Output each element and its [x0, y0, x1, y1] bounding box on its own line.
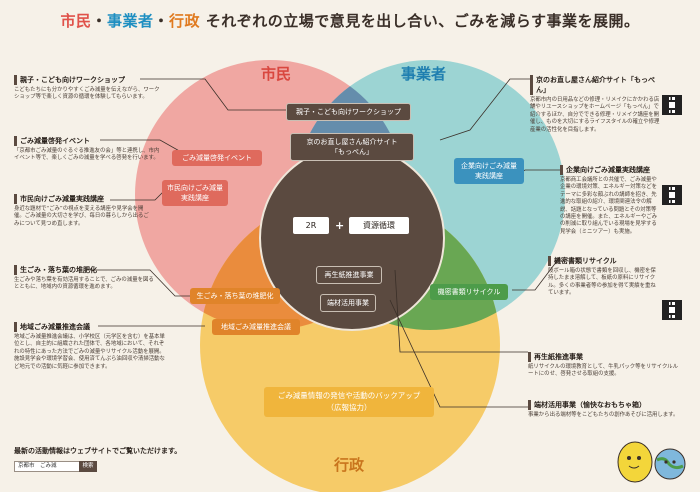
mascot-illustration [617, 441, 686, 483]
pill-regional: 地域ごみ減量推進会議 [212, 319, 300, 335]
qr-code-icon [662, 300, 682, 320]
pill-secret-docs: 機密書類リサイクル [430, 284, 508, 300]
pill-recycled-paper: 再生紙推進事業 [316, 266, 382, 284]
pill-info: ごみ減量情報の発信や活動のバックアップ （広報協力） [264, 387, 434, 417]
qr-code-icon [662, 95, 682, 115]
right-block-offcuts: 端材活用事業（愉快なおもちゃ箱） 事業から出る端材等をこどもたちの創作あそびに活… [528, 400, 688, 419]
admin-circle-label: 行政 [334, 456, 365, 474]
headline-citizen: 市民 [60, 12, 92, 30]
citizen-circle-label: 市民 [261, 65, 292, 83]
center-2r: 2R [293, 217, 329, 234]
right-block-secret-docs: 機密書類リサイクル 段ボール箱の状態で書類を回収し、機密を保持したまま溶解して、… [548, 256, 658, 298]
center-plus: + [335, 219, 345, 232]
headline-rest: それぞれの立場で意見を出し合い、ごみを減らす事業を展開。 [200, 12, 640, 30]
left-block-regional: 地域ごみ減量推進会議 地域ごみ減量推進会議は、小学校区（元学区を含む）を基本単位… [14, 322, 168, 371]
left-block-leaves: 生ごみ・落ち葉の堆肥化 生ごみや落ち葉を有効活用することで、ごみの減量を図るとと… [14, 265, 154, 291]
right-block-mottainai: 京のお直し屋さん紹介サイト「もっぺん」 京都市内の日用品などの修理・リメイクにか… [530, 75, 660, 133]
headline: 市民・事業者・行政 それぞれの立場で意見を出し合い、ごみを減らす事業を展開。 [60, 12, 640, 30]
pill-corp-course: 企業向けごみ減量 実践講座 [454, 158, 524, 184]
pill-awareness: ごみ減量啓発イベント [172, 150, 262, 166]
search-input[interactable]: 京都市 ごみ減 [14, 461, 80, 472]
business-circle-label: 事業者 [401, 65, 447, 83]
center-resource-cycle: 資源循環 [349, 217, 409, 234]
footer-note: 最新の活動情報はウェブサイトでご覧いただけます。 [14, 447, 182, 455]
qr-code-icon [662, 185, 682, 205]
pill-offcuts: 端材活用事業 [320, 294, 376, 312]
headline-business: 事業者 [107, 12, 154, 30]
pill-leaves: 生ごみ・落ち葉の堆肥化 [190, 288, 280, 304]
pill-workshop: 親子・こども向けワークショップ [286, 103, 411, 121]
left-block-citizen-course: 市民向けごみ減量実践講座 身近な題材で“ごみ”の視点を変える講座や見学会を開催。… [14, 194, 154, 228]
search-button[interactable]: 検索 [79, 461, 97, 472]
pill-citizen-course: 市民向けごみ減量 実践講座 [162, 180, 228, 206]
right-block-recycled-paper: 再生紙推進事業 紙リサイクルの環境教育として、牛乳パック等をリサイクルルートにの… [528, 352, 678, 378]
pill-mottainai: 京のお直し屋さん紹介サイト 「もっぺん」 [290, 133, 414, 161]
left-block-workshop: 親子・こども向けワークショップ こどもたちにも分かりやすくごみ減量を伝えながら、… [14, 75, 162, 102]
right-block-corp-course: 企業向けごみ減量実践講座 京都商工会議所との共催で、ごみ減量や企業の環境対策、エ… [560, 165, 660, 236]
headline-admin: 行政 [169, 12, 201, 30]
left-block-awareness: ごみ減量啓発イベント 「京都市ごみ減量のぐるぐる推進友の会」等と連携し、市内イベ… [14, 136, 162, 163]
